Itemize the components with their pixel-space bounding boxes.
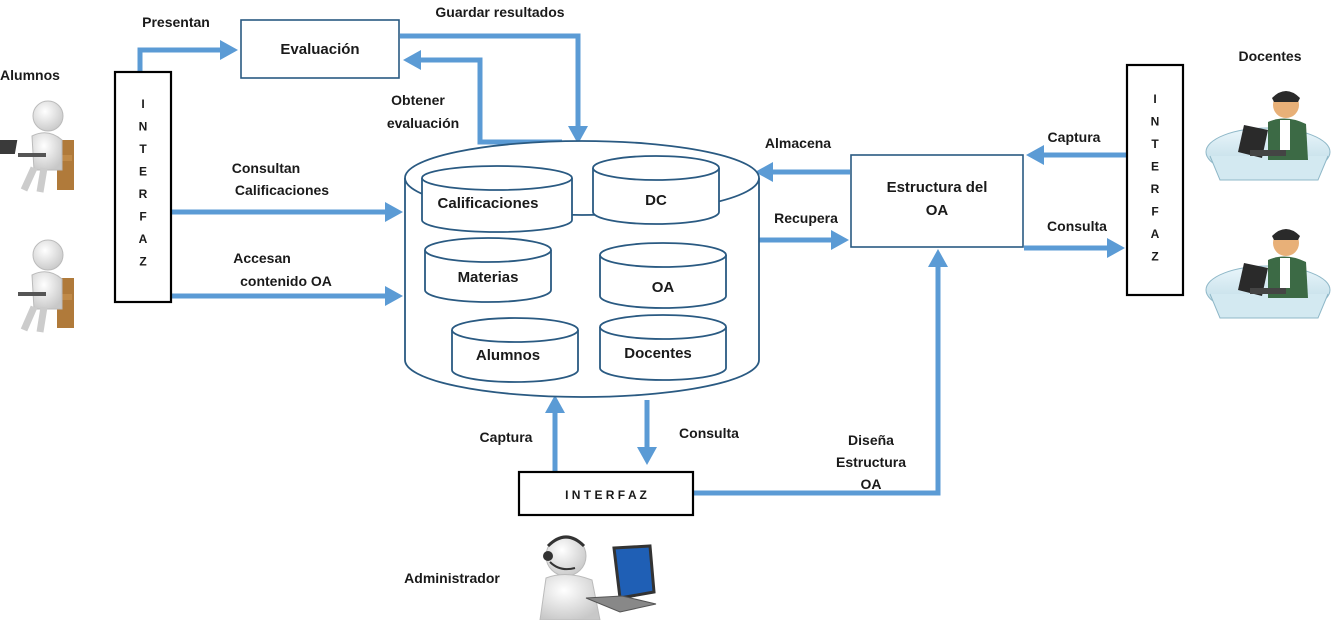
label-guardar-resultados: Guardar resultados bbox=[435, 4, 564, 20]
table-docentes-label: Docentes bbox=[624, 345, 692, 362]
table-oa: OA bbox=[599, 242, 727, 309]
label-consultan-line1: Consultan bbox=[232, 160, 300, 176]
right-letter: I bbox=[1153, 92, 1156, 106]
arrow-captura-bottom bbox=[545, 395, 565, 472]
teacher-figure-1 bbox=[1205, 91, 1331, 181]
arrow-consulta-right bbox=[1024, 238, 1125, 258]
arrow-disena-estructura bbox=[693, 249, 948, 496]
left-letter: F bbox=[139, 210, 146, 224]
right-letter: R bbox=[1151, 182, 1160, 196]
arrow-captura-right bbox=[1026, 145, 1126, 165]
arrow-obtener-evaluacion bbox=[403, 50, 562, 145]
label-administrador: Administrador bbox=[404, 570, 500, 586]
label-captura-bottom: Captura bbox=[480, 429, 533, 445]
right-letter: F bbox=[1151, 205, 1158, 219]
evaluacion-box: Evaluación bbox=[240, 19, 400, 79]
left-letter: I bbox=[141, 97, 144, 111]
table-calificaciones: Calificaciones bbox=[421, 165, 573, 233]
table-materias-label: Materias bbox=[458, 269, 519, 286]
label-obtener-line2: evaluación bbox=[387, 115, 459, 131]
evaluacion-label: Evaluación bbox=[280, 41, 359, 58]
label-obtener-line1: Obtener bbox=[391, 92, 445, 108]
left-letter: N bbox=[139, 120, 148, 134]
label-accesan-line2: contenido OA bbox=[240, 273, 332, 289]
bottom-interface-box: I N T E R F A Z bbox=[517, 470, 695, 517]
label-disena-line3: OA bbox=[861, 476, 882, 492]
label-consulta-bottom: Consulta bbox=[679, 425, 739, 441]
left-letter: E bbox=[139, 165, 147, 179]
administrator-figure bbox=[539, 535, 657, 620]
table-oa-label: OA bbox=[652, 279, 675, 296]
label-accesan-line1: Accesan bbox=[233, 250, 291, 266]
label-presentan: Presentan bbox=[142, 14, 210, 30]
table-dc: DC bbox=[592, 155, 720, 225]
arrow-recupera bbox=[758, 230, 849, 250]
label-captura-right: Captura bbox=[1048, 129, 1101, 145]
label-alumnos: Alumnos bbox=[0, 67, 60, 83]
left-letter: Z bbox=[139, 255, 146, 269]
table-docentes: Docentes bbox=[599, 314, 727, 381]
arrow-presentan bbox=[137, 40, 238, 72]
estructura-label-line2: OA bbox=[926, 202, 949, 219]
table-alumnos-label: Alumnos bbox=[476, 347, 540, 364]
label-docentes: Docentes bbox=[1238, 48, 1301, 64]
table-alumnos: Alumnos bbox=[451, 317, 579, 383]
estructura-oa-box: Estructura del OA bbox=[850, 154, 1024, 248]
student-figure-1 bbox=[0, 100, 74, 193]
right-letter: T bbox=[1151, 137, 1159, 151]
right-letter: A bbox=[1151, 227, 1160, 241]
left-letter: T bbox=[139, 142, 147, 156]
label-consulta-right: Consulta bbox=[1047, 218, 1107, 234]
left-letter: A bbox=[139, 232, 148, 246]
label-consultan-line2: Calificaciones bbox=[235, 182, 329, 198]
right-letter: N bbox=[1151, 115, 1160, 129]
student-figure-2 bbox=[18, 239, 74, 333]
arrow-almacena bbox=[755, 162, 850, 182]
arrow-consultan-calificaciones bbox=[172, 202, 403, 222]
teacher-figure-2 bbox=[1205, 229, 1331, 319]
estructura-label-line1: Estructura del bbox=[887, 179, 988, 196]
label-almacena: Almacena bbox=[765, 135, 831, 151]
arrow-accesan-contenido bbox=[172, 286, 403, 306]
left-letter: R bbox=[139, 187, 148, 201]
bottom-interface-label: I N T E R F A Z bbox=[565, 488, 647, 502]
table-dc-label: DC bbox=[645, 192, 667, 209]
arrow-guardar-resultados bbox=[400, 33, 588, 144]
label-disena-line2: Estructura bbox=[836, 454, 906, 470]
right-letter: Z bbox=[1151, 250, 1158, 264]
arrow-consulta-bottom bbox=[637, 400, 657, 465]
table-calificaciones-label: Calificaciones bbox=[438, 195, 539, 212]
label-disena-line1: Diseña bbox=[848, 432, 894, 448]
right-letter: E bbox=[1151, 160, 1159, 174]
label-recupera: Recupera bbox=[774, 210, 838, 226]
table-materias: Materias bbox=[424, 237, 552, 303]
